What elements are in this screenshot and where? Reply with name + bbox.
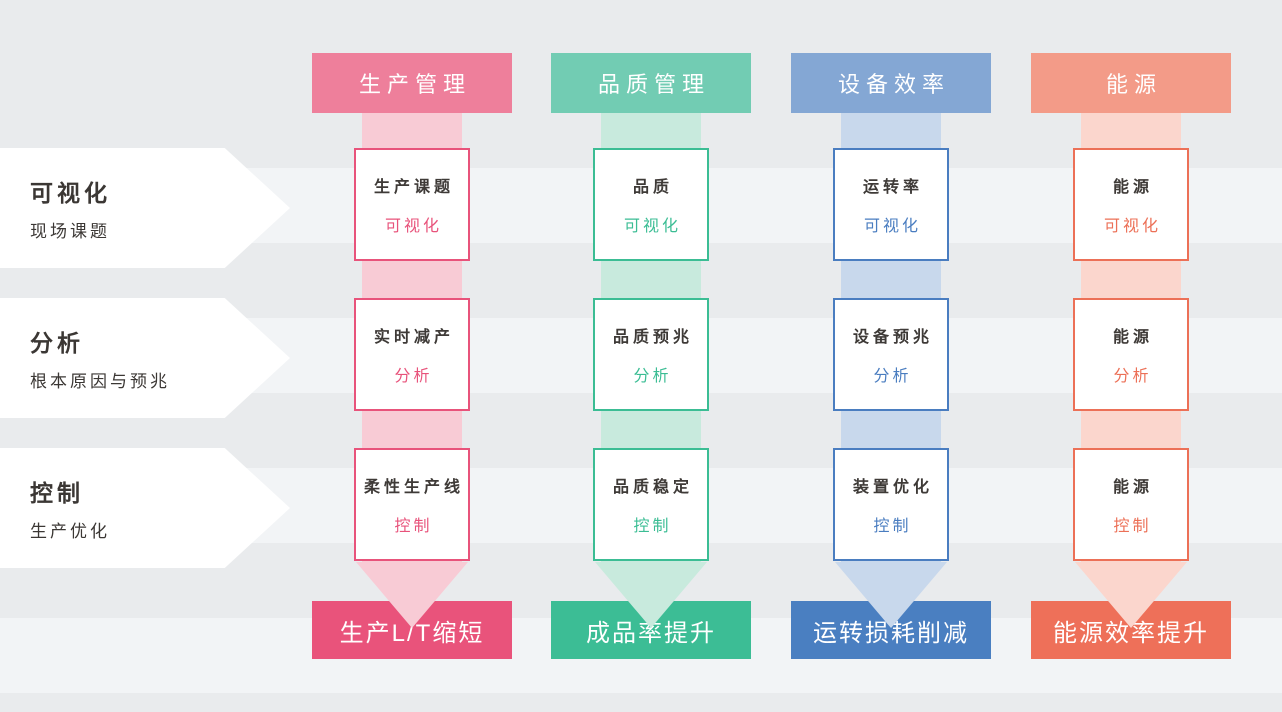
cell-title: 品质预兆 xyxy=(612,329,693,346)
cell-stage-label: 可视化 xyxy=(863,218,921,235)
cell-production-visualization: 生产课题 可视化 xyxy=(354,148,470,261)
cell-equipment-analysis: 设备预兆 分析 xyxy=(833,298,949,411)
cell-stage-label: 控制 xyxy=(394,518,433,535)
column-quality: 品质管理 品质 可视化 品质预兆 分析 品质稳定 控制 成品率提升 xyxy=(551,0,751,712)
cell-stage-label: 分析 xyxy=(1113,368,1152,385)
column-production: 生产管理 生产课题 可视化 实时减产 分析 柔性生产线 控制 生产L/T缩短 xyxy=(312,0,512,712)
cell-stage-label: 分析 xyxy=(394,368,433,385)
cell-equipment-visualization: 运转率 可视化 xyxy=(833,148,949,261)
row-label-analysis: 分析 根本原因与预兆 xyxy=(0,298,290,418)
cell-title: 能源 xyxy=(1112,479,1153,496)
cell-title: 柔性生产线 xyxy=(363,479,464,496)
cell-title: 生产课题 xyxy=(373,179,454,196)
cell-quality-control: 品质稳定 控制 xyxy=(593,448,709,561)
row-subtitle: 根本原因与预兆 xyxy=(30,372,170,391)
cell-energy-control: 能源 控制 xyxy=(1073,448,1189,561)
cell-production-control: 柔性生产线 控制 xyxy=(354,448,470,561)
row-title: 控制 xyxy=(30,480,84,506)
cell-stage-label: 分析 xyxy=(873,368,912,385)
cell-stage-label: 可视化 xyxy=(384,218,442,235)
cell-stage-label: 控制 xyxy=(1113,518,1152,535)
cell-title: 品质 xyxy=(632,179,673,196)
row-label-control: 控制 生产优化 xyxy=(0,448,290,568)
cell-title: 运转率 xyxy=(862,179,923,196)
cell-stage-label: 可视化 xyxy=(1103,218,1161,235)
cell-equipment-control: 装置优化 控制 xyxy=(833,448,949,561)
cell-quality-visualization: 品质 可视化 xyxy=(593,148,709,261)
cell-stage-label: 控制 xyxy=(873,518,912,535)
column-energy: 能源 能源 可视化 能源 分析 能源 控制 能源效率提升 xyxy=(1031,0,1231,712)
column-header: 生产管理 xyxy=(312,53,512,113)
result-banner: 成品率提升 xyxy=(551,601,751,659)
cell-title: 能源 xyxy=(1112,179,1153,196)
cell-stage-label: 控制 xyxy=(633,518,672,535)
column-header: 品质管理 xyxy=(551,53,751,113)
cell-energy-visualization: 能源 可视化 xyxy=(1073,148,1189,261)
row-label-visualization: 可视化 现场课题 xyxy=(0,148,290,268)
column-header: 能源 xyxy=(1031,53,1231,113)
cell-title: 实时减产 xyxy=(373,329,454,346)
row-title: 可视化 xyxy=(30,180,111,206)
cell-stage-label: 可视化 xyxy=(623,218,681,235)
cell-production-analysis: 实时减产 分析 xyxy=(354,298,470,411)
cell-title: 设备预兆 xyxy=(852,329,933,346)
row-subtitle: 生产优化 xyxy=(30,522,110,541)
column-header: 设备效率 xyxy=(791,53,991,113)
cell-stage-label: 分析 xyxy=(633,368,672,385)
cell-quality-analysis: 品质预兆 分析 xyxy=(593,298,709,411)
row-title: 分析 xyxy=(30,330,84,356)
cell-energy-analysis: 能源 分析 xyxy=(1073,298,1189,411)
cell-title: 装置优化 xyxy=(852,479,933,496)
cell-title: 能源 xyxy=(1112,329,1153,346)
column-equipment: 设备效率 运转率 可视化 设备预兆 分析 装置优化 控制 运转损耗削减 xyxy=(791,0,991,712)
row-subtitle: 现场课题 xyxy=(30,222,110,241)
cell-title: 品质稳定 xyxy=(612,479,693,496)
